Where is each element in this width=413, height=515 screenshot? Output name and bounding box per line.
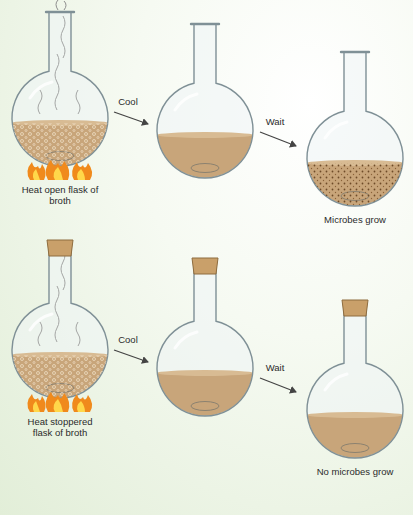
sterile-stoppered-flask [307,300,403,458]
result-caption: No microbes grow [305,466,405,477]
arrow-label: Wait [255,116,295,127]
step-caption: Heat stoppered flask of broth [18,416,102,438]
cooled-stoppered-flask [157,258,253,416]
arrow-label: Cool [108,96,148,107]
boiling-stoppered-flask [12,240,108,412]
open-flask-with-microbes [307,52,403,206]
boiling-open-flask [12,0,108,180]
step-caption: Heat open flask of broth [18,184,102,206]
result-caption: Microbes grow [310,214,400,225]
cooled-open-flask [157,24,253,178]
arrow-label: Wait [255,362,295,373]
arrow-label: Cool [108,334,148,345]
step-arrows [114,112,296,392]
